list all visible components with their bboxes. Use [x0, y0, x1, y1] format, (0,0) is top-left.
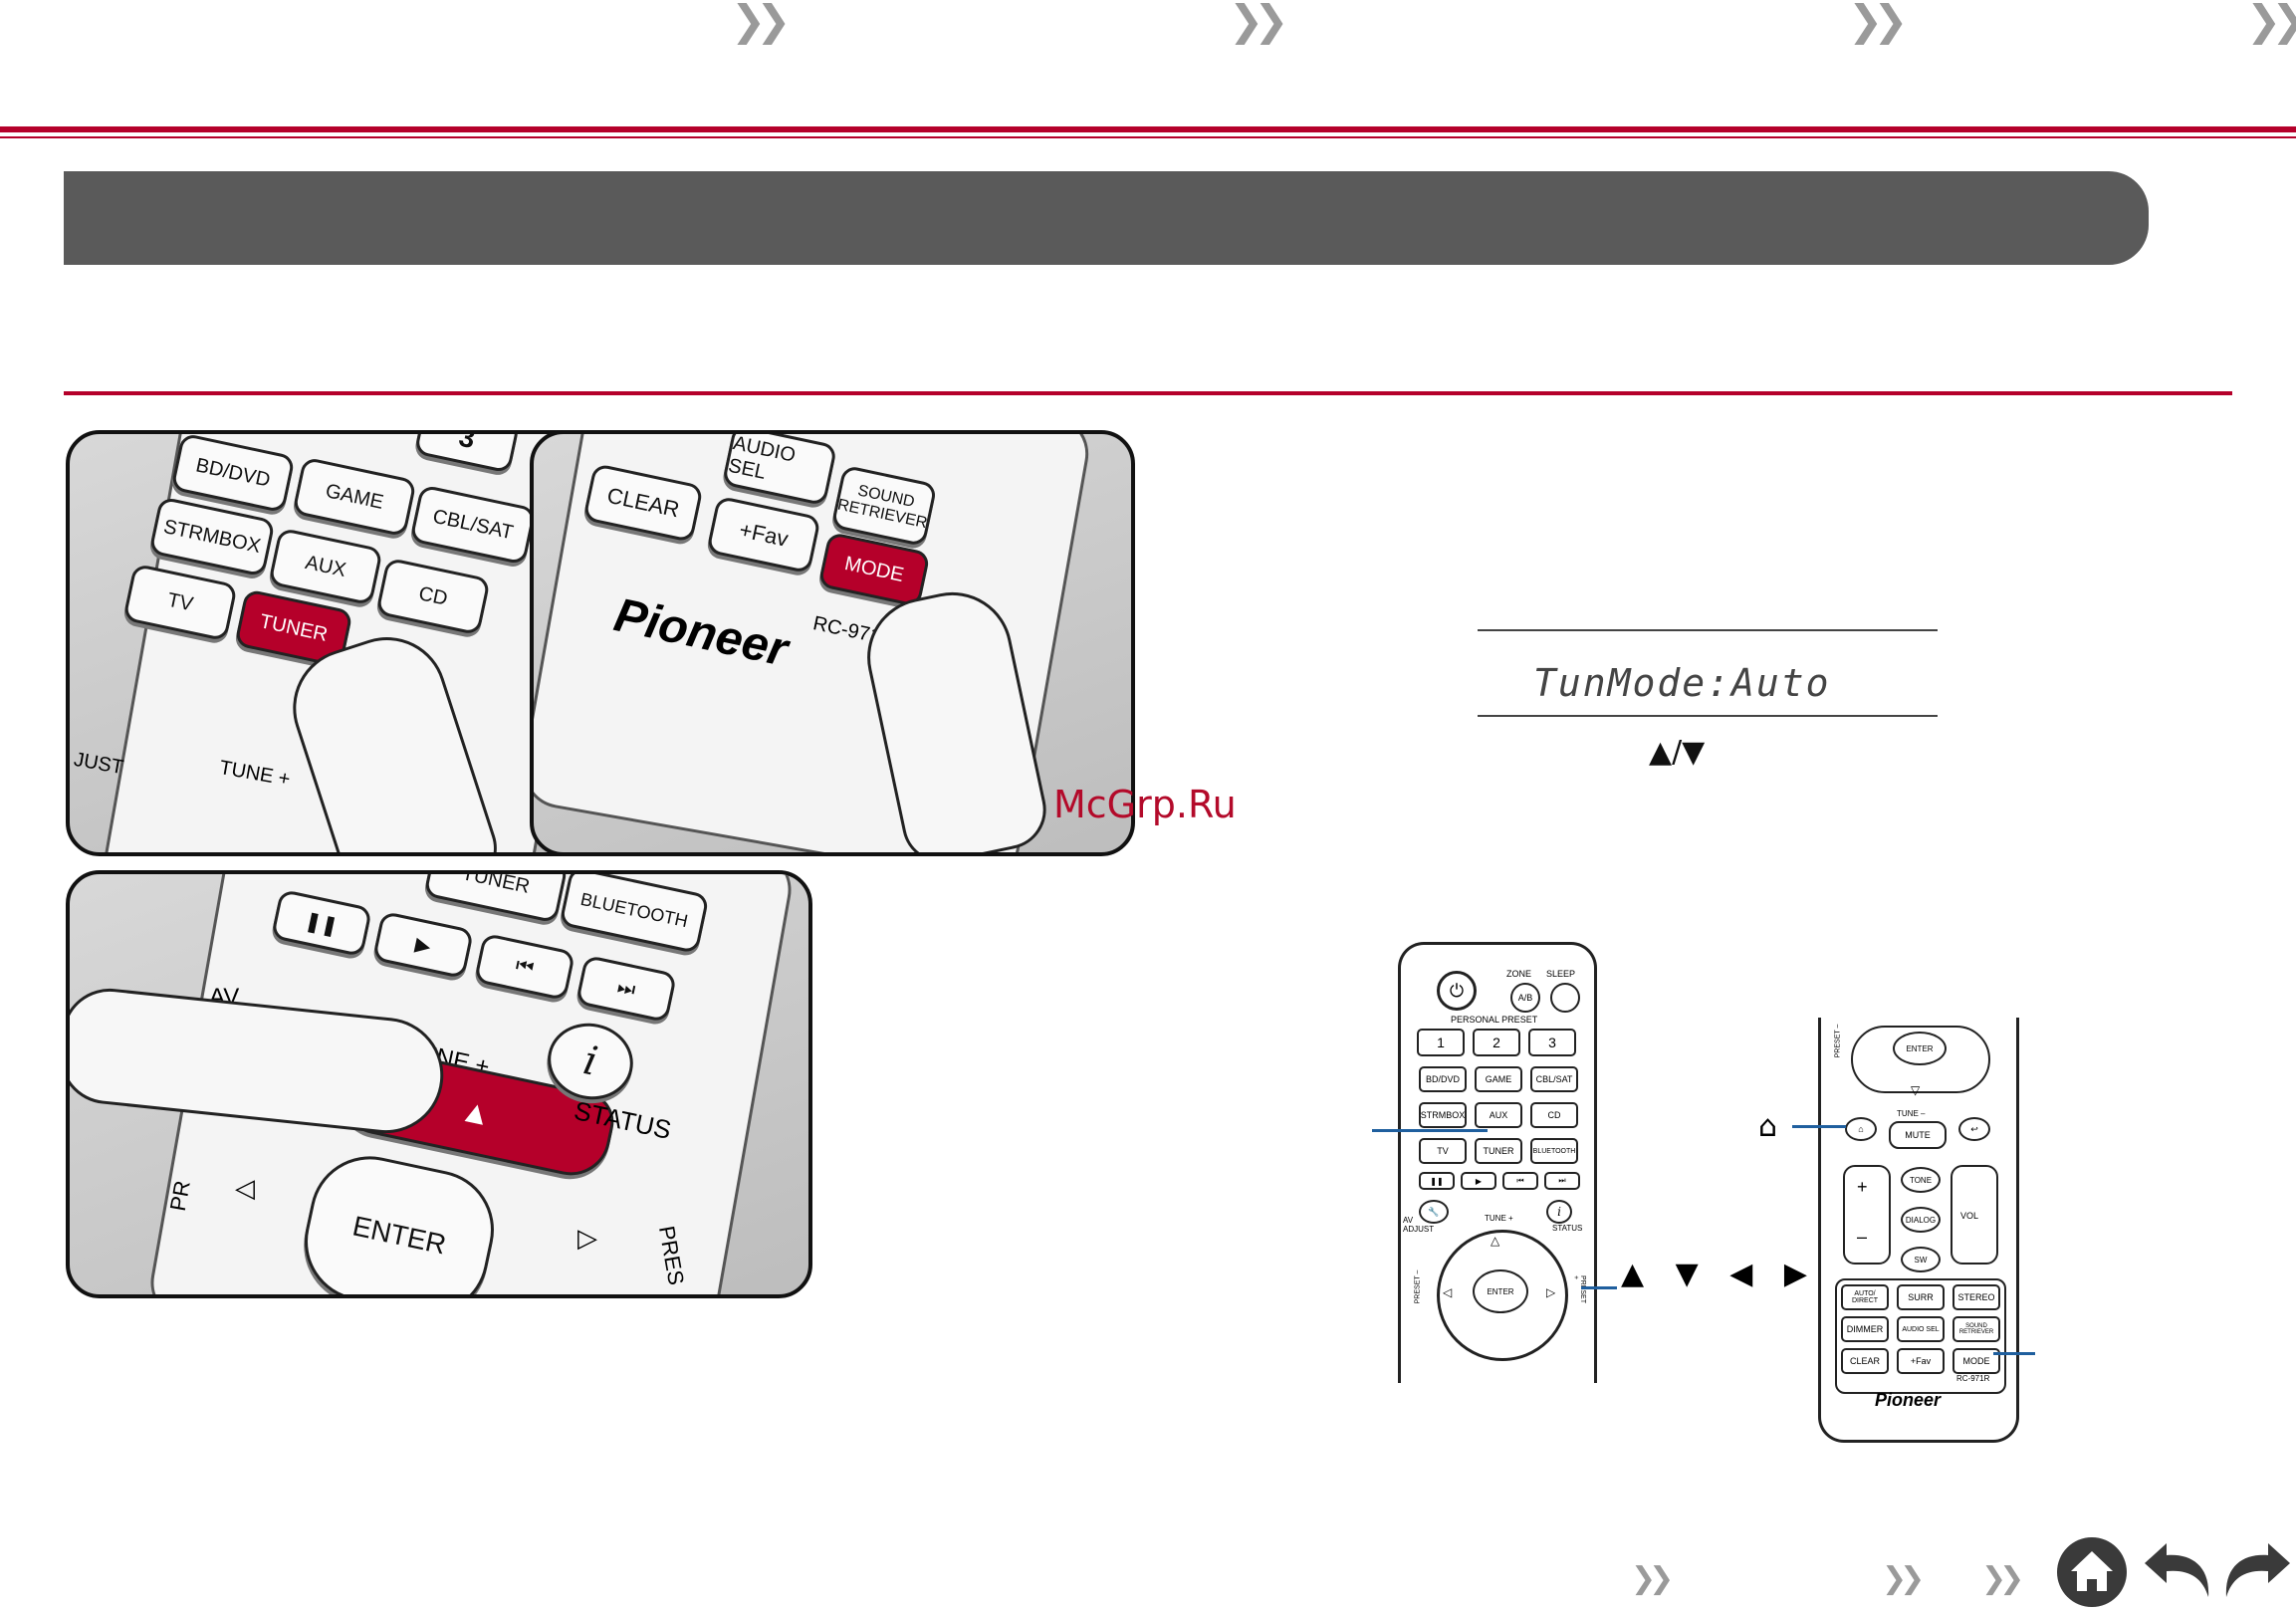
up-arrow-icon: △ — [1491, 1234, 1500, 1248]
surr-key: SURR — [1897, 1284, 1945, 1310]
display-text: TunMode:Auto — [1533, 661, 1831, 705]
tuner-callout-line — [1372, 1129, 1488, 1132]
photo-tuner-press: BD/DVD GAME CBL/SAT 3 STRMBOX AUX CD TV … — [66, 430, 607, 856]
sleep-label: SLEEP — [1546, 969, 1576, 979]
preset-1-key: 1 — [1417, 1029, 1465, 1056]
skip-forward-icon: ⏭ — [1544, 1172, 1580, 1190]
back-arrow-icon — [2145, 1543, 2209, 1597]
watermark: McGrp.Ru — [1053, 783, 1237, 826]
next-chevron-icon[interactable]: ❯❯ — [1882, 1561, 1925, 1596]
vol-label: VOL — [1960, 1211, 1979, 1221]
power-icon: ⏻ — [1437, 971, 1477, 1011]
next-chevron-icon[interactable]: ❯❯ — [1848, 0, 1908, 45]
sw-key: SW — [1901, 1247, 1941, 1272]
display-bottom-rule — [1478, 715, 1938, 717]
bd-dvd-key: BD/DVD — [1419, 1066, 1467, 1092]
next-chevron-icon[interactable]: ❯❯ — [2246, 0, 2296, 45]
right-arrow-icon: ▷ — [577, 1223, 597, 1253]
av-adjust-label: AV ADJUST — [1403, 1216, 1435, 1234]
title-banner — [64, 171, 2149, 265]
back-nav-button[interactable] — [2141, 1535, 2214, 1607]
left-arrow-icon: ◁ — [1443, 1285, 1453, 1299]
next-chevron-icon[interactable]: ❯❯ — [1229, 0, 1288, 45]
tune-minus-label: TUNE – — [1897, 1109, 1926, 1118]
status-label: STATUS — [1552, 1224, 1583, 1233]
vol-rocker — [1951, 1165, 1998, 1265]
game-key: GAME — [1475, 1066, 1522, 1092]
forward-arrow-icon — [2225, 1543, 2290, 1597]
home-key[interactable]: ⌂ — [1845, 1117, 1877, 1141]
display-top-rule — [1478, 629, 1938, 631]
mode-callout-line — [1993, 1352, 2035, 1355]
preset-3-key: 3 — [1528, 1029, 1576, 1056]
strmbox-key: STRMBOX — [1419, 1102, 1467, 1128]
pioneer-logo: Pioneer — [1875, 1390, 1942, 1410]
preset-plus-label: PRESET + — [1572, 1275, 1586, 1303]
section-rule — [64, 391, 2232, 395]
mute-key: MUTE — [1889, 1121, 1947, 1149]
personal-preset-label: PERSONAL PRESET — [1451, 1015, 1538, 1025]
audio-sel-key: AUDIO SEL — [1897, 1316, 1945, 1342]
sleep-key — [1550, 983, 1580, 1013]
home-callout-line — [1792, 1125, 1846, 1128]
header-rule — [0, 126, 2296, 132]
remote-diagram-right: ENTER PRESET – ▽ TUNE – ⌂ MUTE ↩ + – TON… — [1818, 1018, 2019, 1443]
aux-key: AUX — [1475, 1102, 1522, 1128]
plus-icon: + — [1857, 1177, 1868, 1197]
forward-nav-button[interactable] — [2220, 1535, 2294, 1607]
dimmer-key: DIMMER — [1841, 1316, 1889, 1342]
fav-key: +Fav — [1897, 1348, 1945, 1374]
home-nav-button[interactable] — [2057, 1537, 2127, 1607]
cd-key: CD — [1530, 1102, 1578, 1128]
adjust-label: JUST — [72, 748, 125, 780]
stereo-key: STEREO — [1952, 1284, 2000, 1310]
preset-callout-line — [1581, 1286, 1617, 1289]
next-chevron-icon[interactable]: ❯❯ — [1981, 1561, 2024, 1596]
auto-direct-key: AUTO/ DIRECT — [1841, 1284, 1889, 1310]
return-icon: ↩ — [1958, 1117, 1990, 1141]
sound-retriever-key: SOUND RETRIEVER — [1952, 1316, 2000, 1342]
clear-key: CLEAR — [1841, 1348, 1889, 1374]
preset-minus-label: PR — [164, 1178, 195, 1214]
next-chevron-icon[interactable]: ❯❯ — [1631, 1561, 1674, 1596]
bluetooth-key: BLUETOOTH — [1530, 1138, 1578, 1164]
dialog-key: DIALOG — [1901, 1207, 1941, 1233]
right-arrow-icon: ▷ — [1546, 1285, 1556, 1299]
zone-label: ZONE — [1506, 969, 1532, 979]
preset-minus-label: PRESET – — [1414, 1269, 1422, 1304]
skip-back-icon: ⏮ — [1502, 1172, 1538, 1190]
wrench-icon: 🔧 — [1419, 1200, 1449, 1224]
left-arrow-icon: ◁ — [235, 1173, 255, 1203]
info-icon: i — [1546, 1200, 1572, 1224]
photo-mode-press: AUDIO SEL CLEAR +Fav SOUND RETRIEVER MOD… — [530, 430, 1135, 856]
zone-ab-key: A/B — [1510, 983, 1540, 1013]
up-down-arrows: ▲/▼ — [1649, 735, 1706, 770]
enter-key: ENTER — [1893, 1032, 1947, 1065]
play-icon: ▶ — [1461, 1172, 1496, 1190]
direction-arrows: ▲ ▼ ◀ ▶ — [1621, 1257, 1807, 1291]
remote-diagram-left: ⏻ ZONE SLEEP A/B PERSONAL PRESET 1 2 3 B… — [1398, 942, 1597, 1383]
down-arrow-icon: ▽ — [1911, 1083, 1921, 1097]
tuner-key: TUNER — [1475, 1138, 1522, 1164]
home-icon — [2071, 1551, 2113, 1591]
tone-key: TONE — [1901, 1167, 1941, 1193]
preset-minus-label: PRESET – — [1834, 1024, 1842, 1058]
ch-rocker — [1843, 1165, 1891, 1265]
home-icon: ⌂ — [1758, 1109, 1778, 1144]
mode-key: MODE — [1952, 1348, 2000, 1374]
pause-icon: ❚❚ — [1419, 1172, 1455, 1190]
cbl-sat-key: CBL/SAT — [1530, 1066, 1578, 1092]
minus-icon: – — [1857, 1227, 1868, 1247]
tv-key: TV — [1419, 1138, 1467, 1164]
tune-plus-label: TUNE + — [1485, 1214, 1513, 1223]
preset-2-key: 2 — [1473, 1029, 1520, 1056]
header-rule-thin — [0, 136, 2296, 138]
model-label: RC-971R — [1956, 1374, 1990, 1383]
photo-tune-press: TUNER BLUETOOTH ❚❚ ▶ ⏮ ⏭ TUNE + ▲ i STAT… — [66, 870, 812, 1298]
enter-key: ENTER — [1473, 1269, 1528, 1313]
next-chevron-icon[interactable]: ❯❯ — [731, 0, 791, 45]
